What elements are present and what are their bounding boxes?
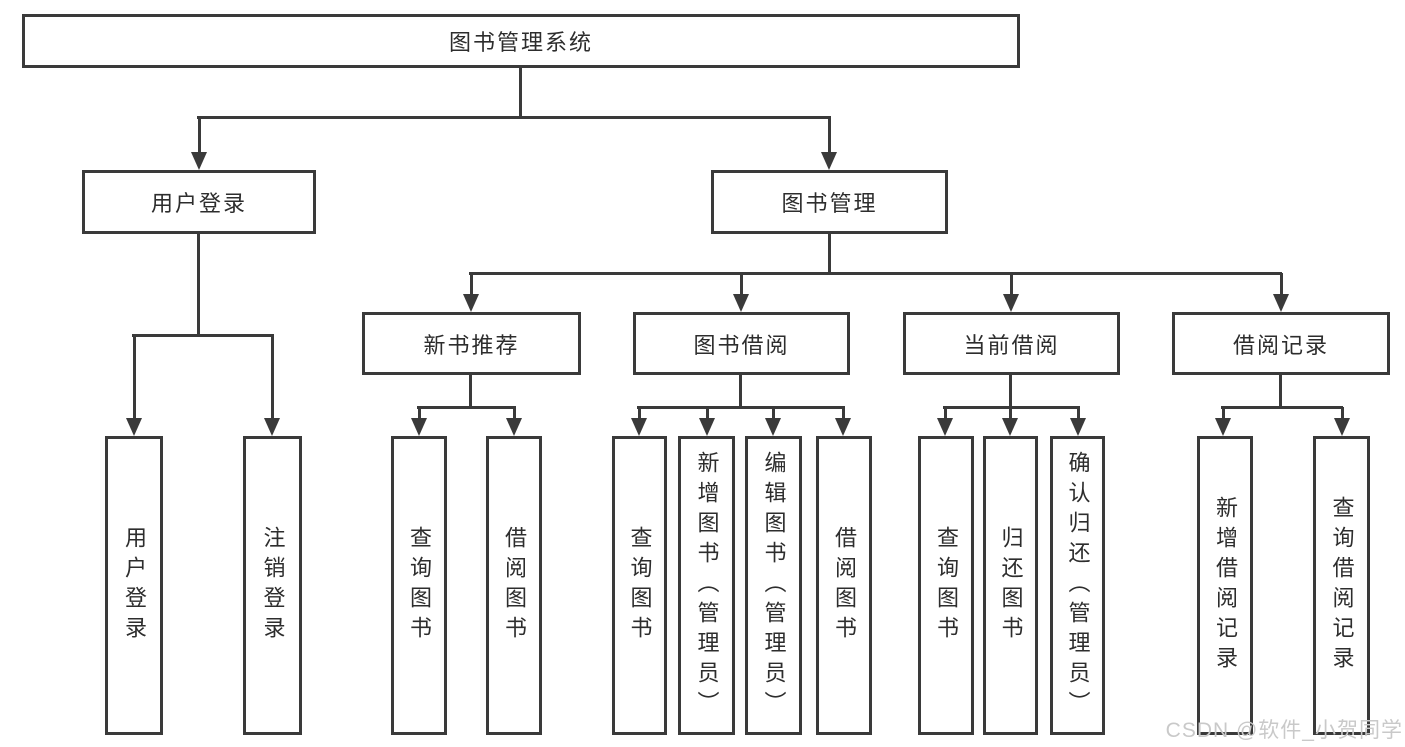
arrow-down-icon: [1002, 418, 1018, 436]
leaf-borrow-books: 借阅图书: [816, 436, 872, 735]
csdn-watermark: CSDN @软件_小贺同学: [1165, 719, 1403, 742]
arrow-down-icon: [1334, 418, 1350, 436]
leaf-user-login: 用户登录: [105, 436, 163, 735]
edge-line: [470, 273, 473, 296]
node-new-book-recommend: 新书推荐: [362, 312, 581, 375]
edge-line: [637, 406, 845, 409]
arrow-down-icon: [506, 418, 522, 436]
edge-line: [828, 117, 831, 154]
arrow-down-icon: [463, 294, 479, 312]
arrow-down-icon: [765, 418, 781, 436]
edge-line: [513, 407, 516, 420]
node-label: 编辑图书（管理员）: [761, 450, 787, 721]
edge-line: [1009, 374, 1012, 408]
node-label: 新增图书（管理员）: [694, 450, 720, 721]
node-book-management: 图书管理: [711, 170, 948, 234]
leaf-query-borrow-record: 查询借阅记录: [1313, 436, 1370, 735]
node-label: 确认归还（管理员）: [1065, 450, 1091, 721]
edge-line: [1010, 273, 1013, 296]
arrow-down-icon: [126, 418, 142, 436]
leaf-logout: 注销登录: [243, 436, 302, 735]
edge-line: [198, 117, 201, 154]
edge-line: [944, 407, 947, 420]
leaf-query-books-current: 查询图书: [918, 436, 974, 735]
edge-line: [1009, 407, 1012, 420]
arrow-down-icon: [411, 418, 427, 436]
arrow-down-icon: [937, 418, 953, 436]
edge-line: [271, 335, 274, 420]
edge-line: [197, 116, 831, 119]
arrow-down-icon: [1003, 294, 1019, 312]
edge-line: [133, 335, 136, 420]
edge-line: [842, 407, 845, 420]
node-label: 图书借阅: [693, 332, 790, 358]
leaf-return-book: 归还图书: [983, 436, 1038, 735]
node-label: 查询图书: [627, 525, 653, 646]
leaf-borrow-books-recommend: 借阅图书: [486, 436, 542, 735]
node-label: 借阅记录: [1232, 332, 1329, 358]
leaf-edit-book-admin: 编辑图书（管理员）: [745, 436, 802, 735]
edge-line: [739, 374, 742, 408]
edge-line: [469, 374, 472, 408]
leaf-add-borrow-record: 新增借阅记录: [1197, 436, 1253, 735]
node-label: 图书管理: [781, 191, 878, 216]
leaf-add-book-admin: 新增图书（管理员）: [678, 436, 735, 735]
node-label: 查询图书: [407, 525, 432, 646]
node-borrowing-records: 借阅记录: [1172, 312, 1390, 375]
arrow-down-icon: [191, 152, 207, 170]
node-label: 查询图书: [934, 525, 959, 646]
arrow-down-icon: [1215, 418, 1231, 436]
arrow-down-icon: [631, 418, 647, 436]
arrow-down-icon: [264, 418, 280, 436]
node-user-login: 用户登录: [82, 170, 316, 234]
node-label: 用户登录: [150, 191, 247, 216]
edge-line: [772, 407, 775, 420]
node-label: 新增借阅记录: [1213, 495, 1238, 676]
edge-line: [132, 334, 274, 337]
edge-line: [1222, 407, 1225, 420]
node-label: 归还图书: [998, 525, 1024, 646]
node-book-borrowing: 图书借阅: [633, 312, 850, 375]
edge-line: [638, 407, 641, 420]
edge-line: [740, 273, 743, 296]
node-label: 借阅图书: [832, 525, 857, 646]
edge-line: [1280, 273, 1283, 296]
arrow-down-icon: [835, 418, 851, 436]
edge-line: [1221, 406, 1343, 409]
leaf-confirm-return-admin: 确认归还（管理员）: [1050, 436, 1105, 735]
edge-line: [417, 406, 516, 409]
arrow-down-icon: [1070, 418, 1086, 436]
arrow-down-icon: [699, 418, 715, 436]
edge-line: [519, 66, 522, 118]
node-label: 注销登录: [260, 525, 286, 646]
edge-line: [418, 407, 421, 420]
node-label: 用户登录: [122, 525, 147, 646]
edge-line: [469, 272, 1282, 275]
node-label: 借阅图书: [502, 525, 527, 646]
arrow-down-icon: [1273, 294, 1289, 312]
edge-line: [197, 232, 200, 336]
edge-line: [706, 407, 709, 420]
edge-line: [1077, 407, 1080, 420]
edge-line: [1279, 374, 1282, 408]
edge-line: [828, 232, 831, 275]
arrow-down-icon: [821, 152, 837, 170]
leaf-query-books-recommend: 查询图书: [391, 436, 447, 735]
node-current-borrowing: 当前借阅: [903, 312, 1120, 375]
edge-line: [1341, 407, 1344, 420]
node-label: 查询借阅记录: [1329, 495, 1355, 676]
node-label: 图书管理系统: [448, 30, 593, 55]
arrow-down-icon: [733, 294, 749, 312]
node-label: 当前借阅: [963, 332, 1060, 358]
node-root-library-management-system: 图书管理系统: [22, 14, 1020, 68]
leaf-query-books-borrowing: 查询图书: [612, 436, 667, 735]
node-label: 新书推荐: [423, 332, 520, 358]
